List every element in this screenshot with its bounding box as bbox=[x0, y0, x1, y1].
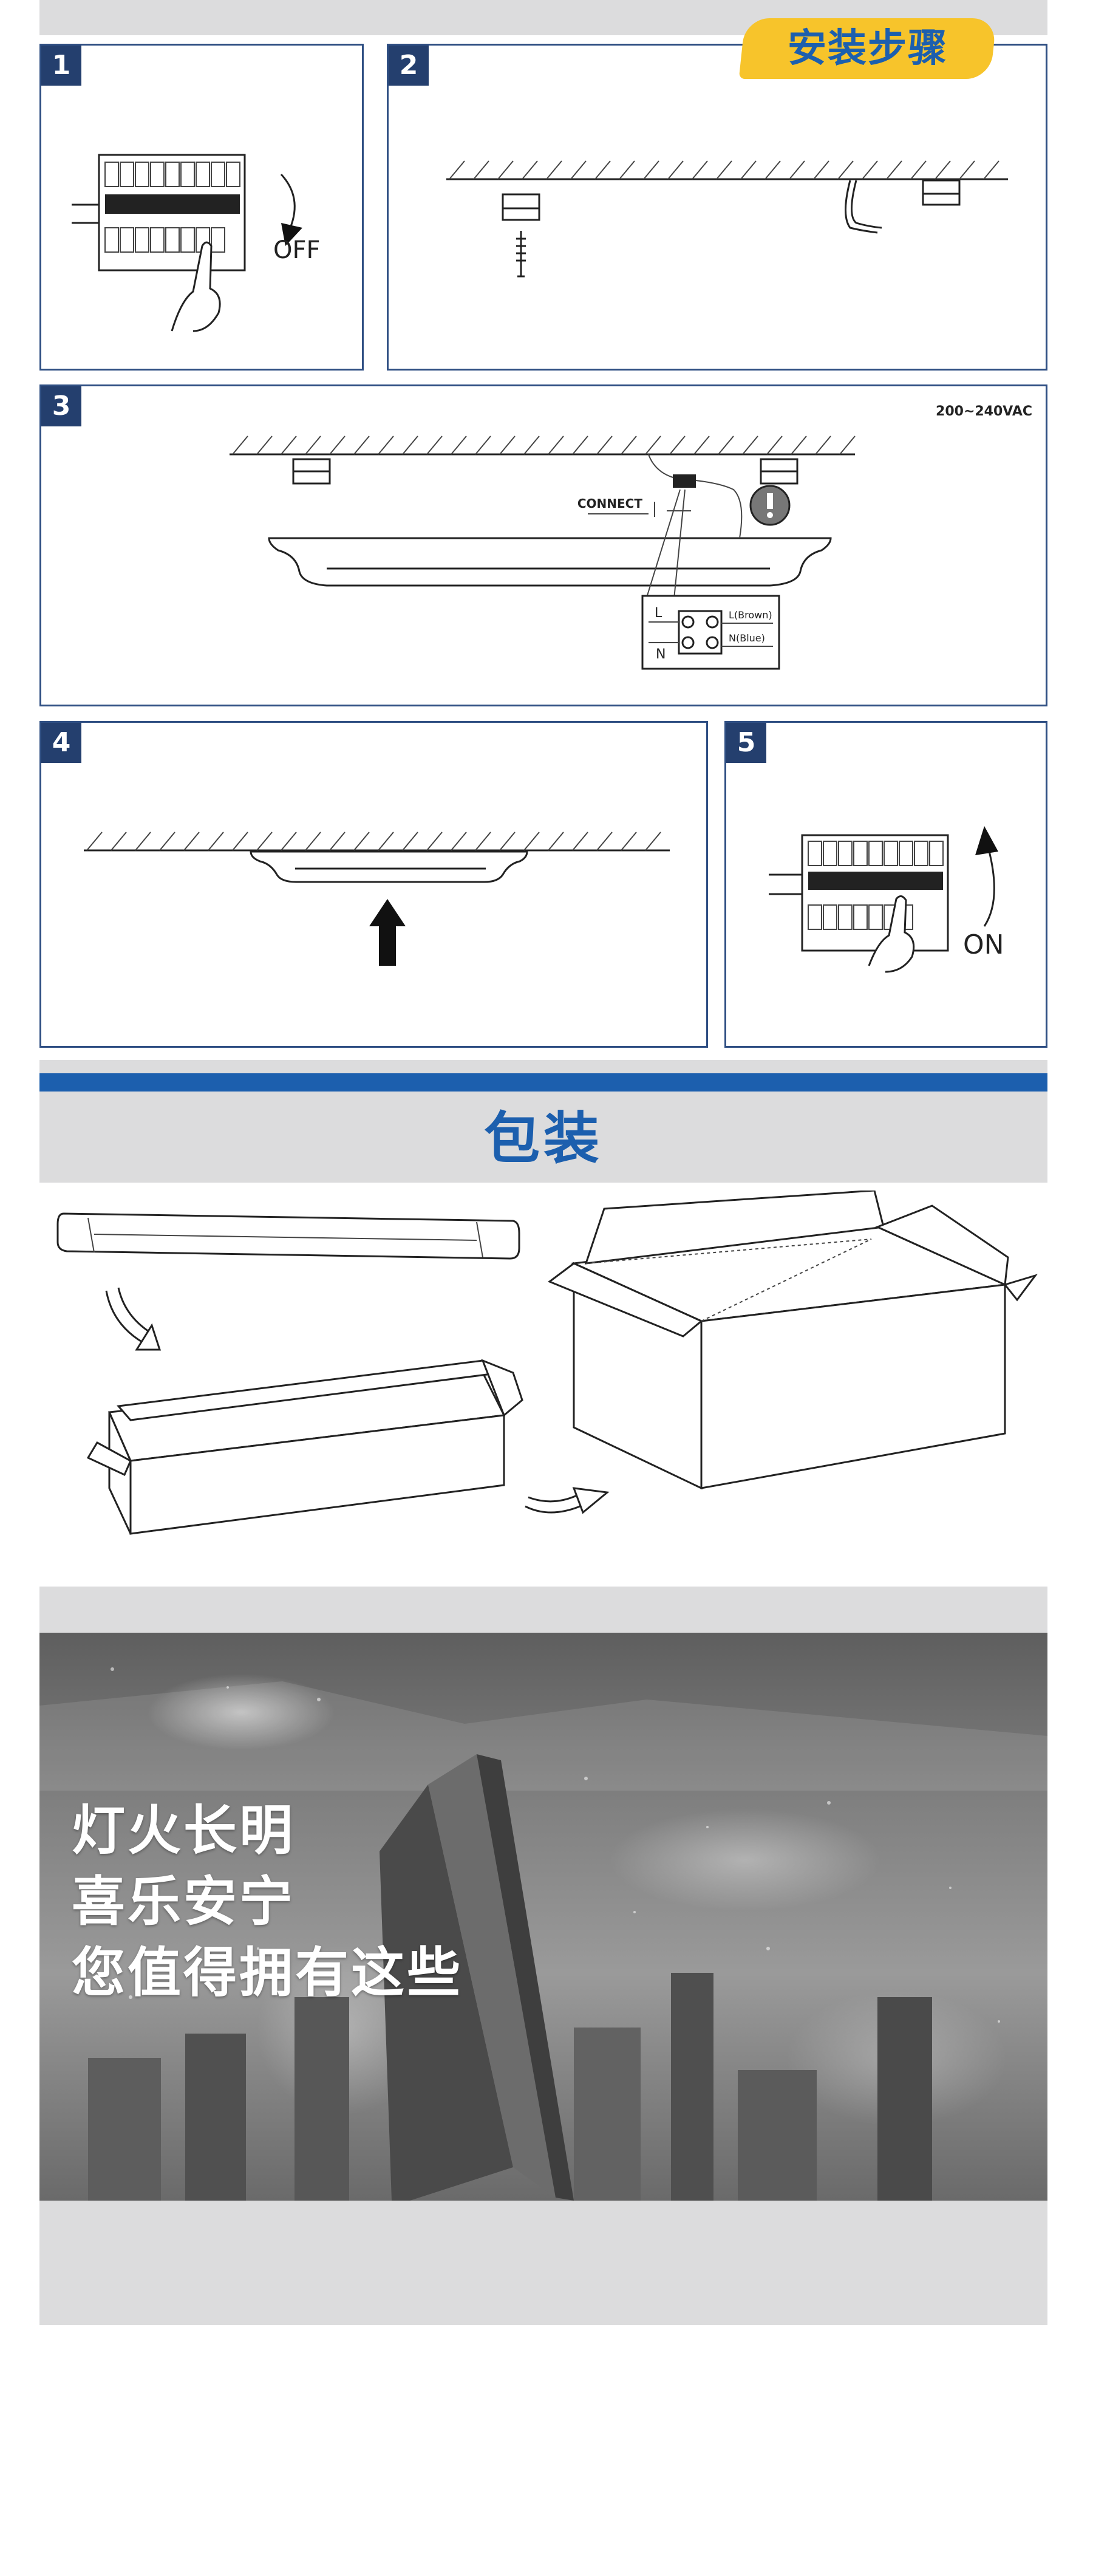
breaker-switches bbox=[104, 162, 240, 253]
off-caption: OFF bbox=[273, 236, 321, 264]
step-number: 2 bbox=[389, 46, 429, 86]
banner-bottom-grey bbox=[39, 2201, 1047, 2325]
small-box-flap bbox=[86, 1441, 132, 1477]
on-caption: ON bbox=[963, 929, 1004, 960]
small-box-front bbox=[129, 1414, 505, 1535]
breaker-off-illustration: OFF bbox=[72, 154, 321, 332]
fixture-body bbox=[268, 537, 832, 587]
connector-icon bbox=[673, 474, 696, 488]
mounting-clip bbox=[922, 179, 961, 206]
city-skyline-graphic bbox=[39, 1667, 1047, 2201]
terminal-l-label: L(Brown) bbox=[729, 609, 772, 621]
wiring-illustration: 200~240VAC CONNECT L N L(Brown) N(Blue) bbox=[230, 404, 1032, 670]
step-number: 1 bbox=[41, 46, 81, 86]
arrow-down-icon bbox=[281, 223, 302, 246]
packaging-title-band bbox=[39, 1092, 1047, 1183]
l-mark: L bbox=[655, 606, 662, 621]
ceiling-mount-illustration bbox=[446, 160, 1008, 278]
step-2-panel: 2 bbox=[387, 44, 1047, 371]
banner-line-2: 喜乐安宁 bbox=[72, 1870, 296, 1933]
banner-line-3: 您值得拥有这些 bbox=[72, 1941, 463, 2004]
voltage-label: 200~240VAC bbox=[936, 404, 1032, 419]
city-night-banner: 灯火长明 喜乐安宁 您值得拥有这些 bbox=[39, 1633, 1047, 2201]
step-number: 4 bbox=[41, 723, 81, 763]
step-5-panel: 5 ON bbox=[724, 721, 1047, 1048]
breaker-on-illustration: ON bbox=[769, 826, 1004, 973]
arrow-curve bbox=[525, 1494, 581, 1514]
packaging-illustration bbox=[56, 1191, 1038, 1535]
step-number: 5 bbox=[726, 723, 766, 763]
step-1-panel: 1 OFF bbox=[39, 44, 364, 371]
hand-icon bbox=[171, 241, 221, 332]
step-3-panel: 3 200~240VAC CONNECT L N L(Brown) N(Blue… bbox=[39, 384, 1047, 706]
arrow-up-icon bbox=[369, 899, 406, 966]
terminal-n-label: N(Blue) bbox=[729, 632, 765, 644]
banner-line-1: 灯火长明 bbox=[72, 1799, 296, 1862]
arrow-curve bbox=[983, 844, 995, 927]
hand-icon bbox=[868, 895, 915, 973]
large-box-front bbox=[700, 1283, 1006, 1489]
arrow-curve bbox=[105, 1287, 149, 1344]
step-number: 3 bbox=[41, 386, 81, 426]
screw-icon bbox=[516, 231, 526, 278]
large-box-flap bbox=[1003, 1274, 1038, 1302]
step-4-panel: 4 bbox=[39, 721, 708, 1048]
cable-wire bbox=[845, 180, 882, 234]
n-mark: N bbox=[656, 647, 666, 662]
arrow-curve bbox=[280, 173, 296, 228]
packaging-top-grey bbox=[39, 1060, 1047, 1073]
fixture-body bbox=[250, 850, 528, 883]
mounting-clip bbox=[502, 193, 540, 221]
arrow-up-icon bbox=[975, 826, 998, 855]
packaging-title: 包装 bbox=[483, 1106, 603, 1171]
fixture-attach-illustration bbox=[84, 832, 670, 966]
connect-label: CONNECT bbox=[577, 496, 642, 511]
packaging-blue-rule bbox=[39, 1073, 1047, 1092]
banner-top-grey bbox=[39, 1587, 1047, 1633]
install-steps-badge: 安装步骤 bbox=[788, 26, 948, 71]
ceiling-hatch bbox=[449, 160, 999, 180]
small-box-flap bbox=[481, 1359, 523, 1417]
large-box-flap bbox=[875, 1204, 1009, 1286]
lamp-tube bbox=[56, 1212, 520, 1260]
callout-lines bbox=[642, 489, 686, 612]
